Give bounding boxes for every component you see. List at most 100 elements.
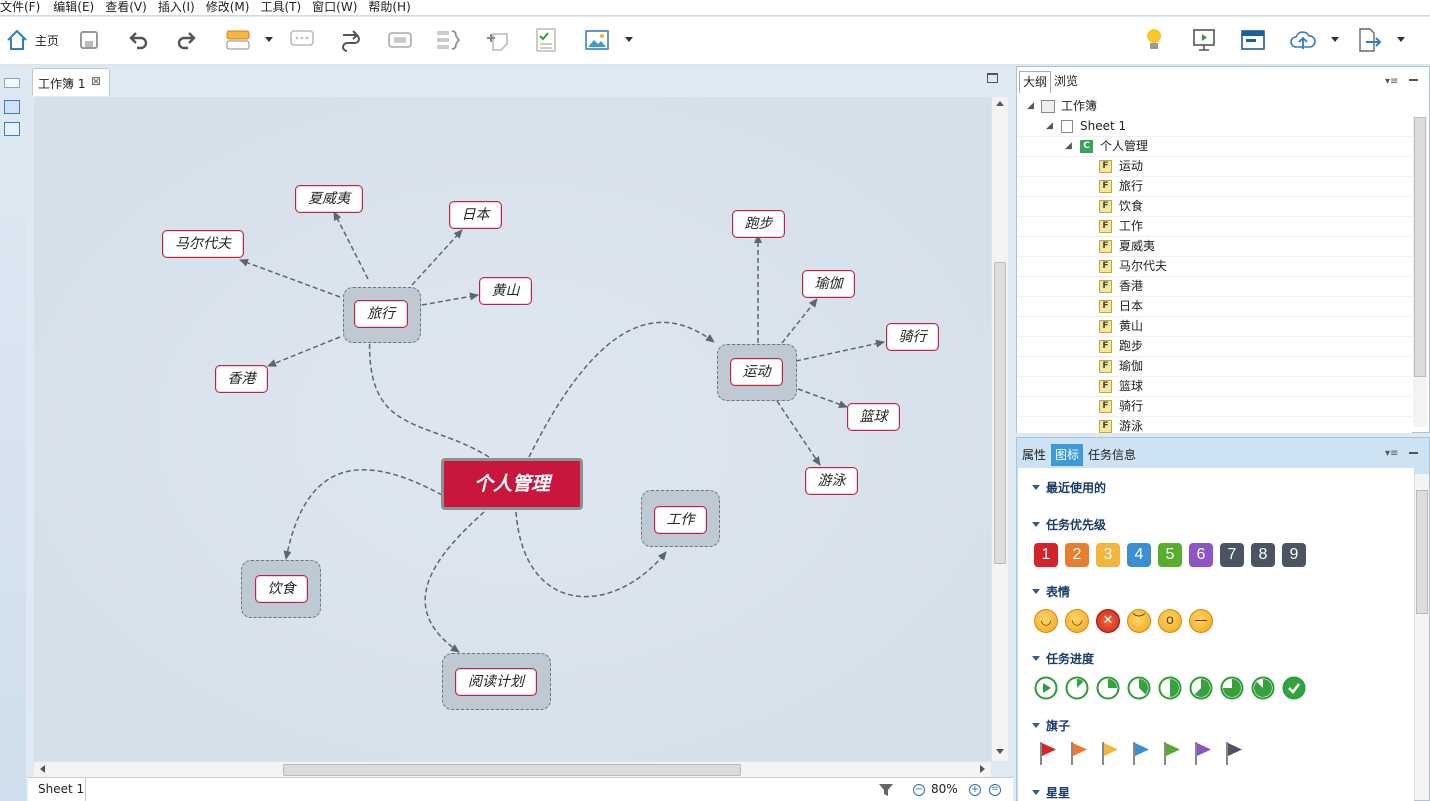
flag-icon[interactable] <box>1193 740 1213 766</box>
redo-button[interactable] <box>173 25 199 55</box>
callout-button[interactable] <box>288 25 316 55</box>
progress-icon[interactable] <box>1065 676 1089 700</box>
topic-running[interactable]: 跑步 <box>732 210 785 238</box>
topic-sport[interactable]: 运动 <box>730 358 783 386</box>
bored-icon[interactable]: — <box>1189 609 1213 633</box>
priority-2-icon[interactable]: 2 <box>1065 543 1089 567</box>
outline-view-icon[interactable] <box>4 122 20 136</box>
cry-icon[interactable]: ︶ <box>1127 609 1151 633</box>
tab-task-info[interactable]: 任务信息 <box>1088 448 1137 462</box>
flag-icon[interactable] <box>1038 740 1058 766</box>
icon-panel-scroll-thumb[interactable] <box>1416 490 1428 614</box>
topic-basketball[interactable]: 篮球 <box>847 403 900 431</box>
tab-properties[interactable]: 属性 <box>1022 448 1047 462</box>
restore-icon[interactable] <box>4 78 20 88</box>
topic-yoga[interactable]: 瑜伽 <box>802 270 855 298</box>
export-button[interactable] <box>1354 25 1384 55</box>
progress-icon[interactable] <box>1251 676 1275 700</box>
mindmap-canvas[interactable]: 旅行 夏威夷 日本 马尔代夫 黄山 香港 运动 跑步 瑜伽 骑行 篮球 游泳 工… <box>34 97 991 761</box>
vertical-scrollbar[interactable] <box>991 97 1008 761</box>
note-button[interactable] <box>484 25 512 55</box>
tab-close-icon[interactable]: ⊠ <box>91 74 102 88</box>
summary-button[interactable] <box>434 25 462 55</box>
zoom-out-icon[interactable]: − <box>913 784 925 796</box>
flag-icon[interactable] <box>1131 740 1151 766</box>
topic-swimming[interactable]: 游泳 <box>805 467 858 495</box>
flag-icon[interactable] <box>1069 740 1089 766</box>
save-button[interactable] <box>76 25 102 55</box>
outline-scrollbar[interactable] <box>1413 117 1427 427</box>
topic-huangshan[interactable]: 黄山 <box>479 277 532 305</box>
tab-icons[interactable]: 图标 <box>1051 444 1084 466</box>
home-button[interactable]: 主页 <box>2 25 62 55</box>
progress-icon[interactable] <box>1096 676 1120 700</box>
share-button[interactable] <box>1288 25 1318 55</box>
progress-icon[interactable] <box>1158 676 1182 700</box>
priority-1-icon[interactable]: 1 <box>1034 543 1058 567</box>
insert-topic-button[interactable] <box>222 25 254 55</box>
menu-help[interactable]: 帮助(H) <box>368 0 411 14</box>
section-progress[interactable]: 任务进度 <box>1032 650 1094 667</box>
angry-icon[interactable]: ✕ <box>1096 609 1120 633</box>
tab-outline[interactable]: 大纲 <box>1019 71 1052 93</box>
relationship-button[interactable] <box>337 25 365 55</box>
flag-icon[interactable] <box>1224 740 1244 766</box>
priority-7-icon[interactable]: 7 <box>1220 543 1244 567</box>
topic-hawaii[interactable]: 夏威夷 <box>295 185 363 213</box>
surprise-icon[interactable]: o <box>1158 609 1182 633</box>
menu-edit[interactable]: 编辑(E) <box>53 0 95 14</box>
menu-insert[interactable]: 插入(I) <box>157 0 195 14</box>
menu-tools[interactable]: 工具(T) <box>260 0 302 14</box>
section-recent[interactable]: 最近使用的 <box>1032 479 1106 496</box>
progress-icon[interactable] <box>1034 676 1058 700</box>
menu-file[interactable]: 文件(F) <box>0 0 41 14</box>
zoom-in-icon[interactable]: + <box>969 784 981 796</box>
image-view-icon[interactable] <box>4 100 20 114</box>
icon-panel-scrollbar[interactable] <box>1415 474 1429 800</box>
scroll-right-icon[interactable] <box>980 765 985 773</box>
insert-image-button[interactable] <box>582 25 612 55</box>
tree-sheet[interactable]: ◢ Sheet 1 <box>1017 117 1412 137</box>
panel-menu-icon[interactable]: ▾≡ <box>1385 448 1399 459</box>
presentation-button[interactable] <box>1190 25 1218 55</box>
flag-icon[interactable] <box>1162 740 1182 766</box>
priority-5-icon[interactable]: 5 <box>1158 543 1182 567</box>
priority-9-icon[interactable]: 9 <box>1282 543 1306 567</box>
sheet-tab[interactable]: Sheet 1 <box>30 778 86 801</box>
outline-scroll-thumb[interactable] <box>1414 117 1426 377</box>
menu-view[interactable]: 查看(V) <box>105 0 147 14</box>
gantt-button[interactable] <box>1238 25 1268 55</box>
section-emotion[interactable]: 表情 <box>1032 583 1070 600</box>
zoom-fit-icon[interactable]: = <box>989 784 1001 796</box>
progress-icon[interactable] <box>1282 676 1306 700</box>
topic-hongkong[interactable]: 香港 <box>215 365 268 393</box>
panel-minimize-icon[interactable] <box>1409 452 1418 454</box>
section-priority[interactable]: 任务优先级 <box>1032 516 1106 533</box>
scroll-up-icon[interactable] <box>996 101 1004 106</box>
view-menu-icon[interactable]: ▾≡ <box>1385 76 1399 87</box>
tab-browse[interactable]: 浏览 <box>1054 74 1079 88</box>
topic-japan[interactable]: 日本 <box>449 201 502 229</box>
tab-workbook-1[interactable]: 工作簿 1 ⊠ <box>32 68 110 96</box>
priority-8-icon[interactable]: 8 <box>1251 543 1275 567</box>
topic-work[interactable]: 工作 <box>654 506 707 534</box>
smile-icon[interactable]: ◡ <box>1034 609 1058 633</box>
horizontal-scrollbar[interactable] <box>34 761 991 777</box>
maximize-icon[interactable] <box>987 73 998 83</box>
minimize-icon[interactable] <box>1409 79 1418 81</box>
topic-diet[interactable]: 饮食 <box>255 575 308 603</box>
scroll-down-icon[interactable] <box>996 749 1004 754</box>
section-stars[interactable]: 星星 <box>1032 784 1070 801</box>
